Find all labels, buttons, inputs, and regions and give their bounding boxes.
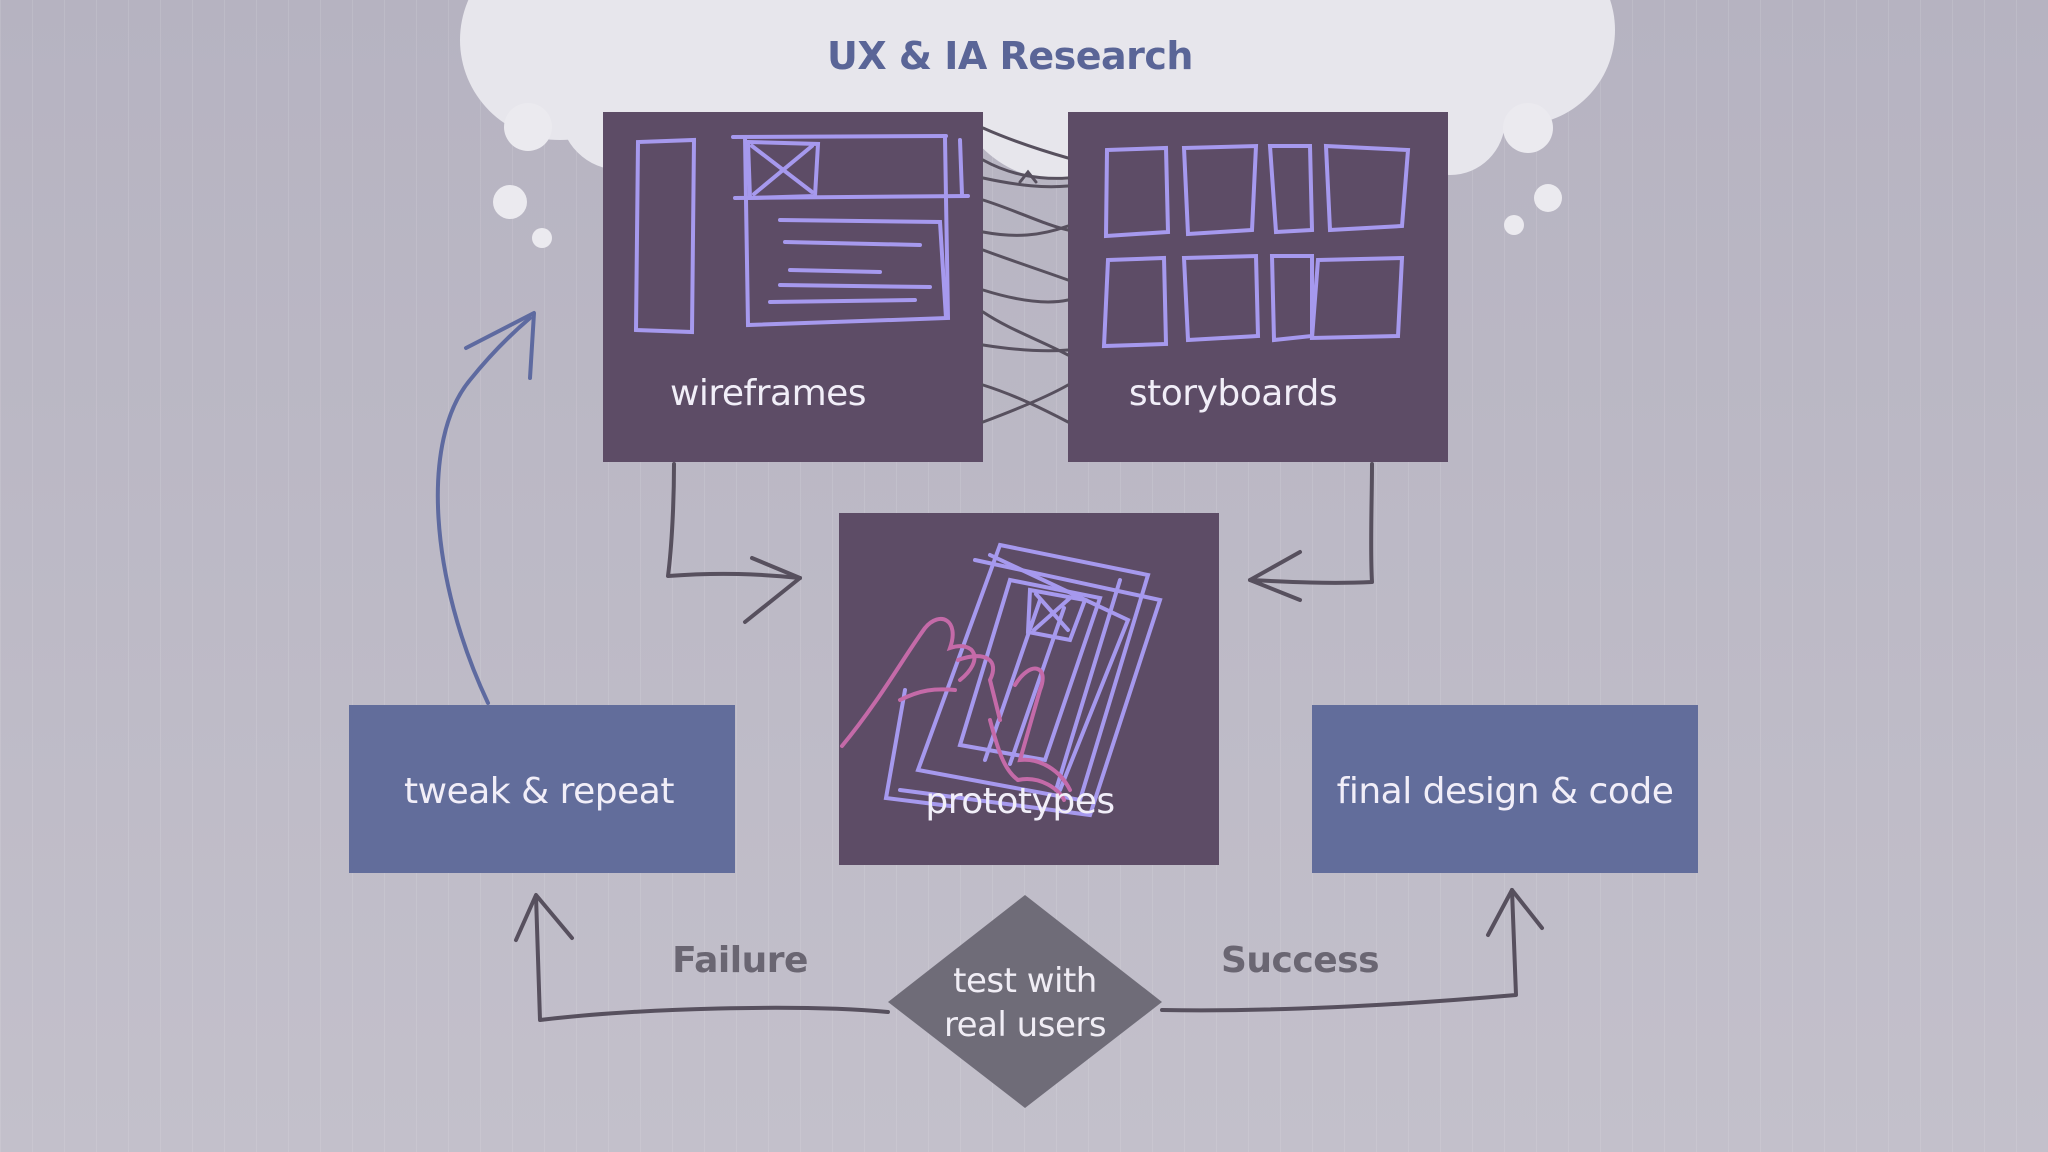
- storyboard-sketch-icon: [1101, 143, 1411, 349]
- storyboards-label: storyboards: [1128, 372, 1338, 414]
- prototype-sketch-icon: [840, 542, 1163, 818]
- test-label-line2: real users: [943, 1005, 1107, 1045]
- arrow-tweak-to-wireframes: [435, 311, 536, 705]
- arrow-storyboards-to-prototypes: [1248, 462, 1374, 602]
- thought-bubbles: [493, 103, 1562, 248]
- wireframe-storyboard-links: [981, 126, 1070, 424]
- diagram-title: UX & IA Research: [827, 34, 1193, 78]
- tweak-repeat-label: tweak & repeat: [404, 770, 674, 812]
- arrow-failure: [514, 893, 890, 1022]
- tweak-repeat-box: [349, 705, 735, 873]
- arrow-wireframes-to-prototypes: [666, 462, 802, 624]
- final-design-box: [1312, 705, 1698, 873]
- failure-label: Failure: [672, 939, 808, 981]
- final-design-label: final design & code: [1336, 770, 1674, 812]
- test-label-line1: test with: [953, 961, 1097, 1001]
- wireframes-label: wireframes: [669, 372, 867, 414]
- test-with-users-label: test with real users: [905, 958, 1145, 1048]
- arrow-success: [1160, 888, 1544, 1013]
- wireframe-sketch-icon: [633, 134, 970, 335]
- prototypes-label: prototypes: [925, 780, 1115, 822]
- test-with-users-diamond: [888, 895, 1162, 1108]
- success-label: Success: [1220, 939, 1380, 981]
